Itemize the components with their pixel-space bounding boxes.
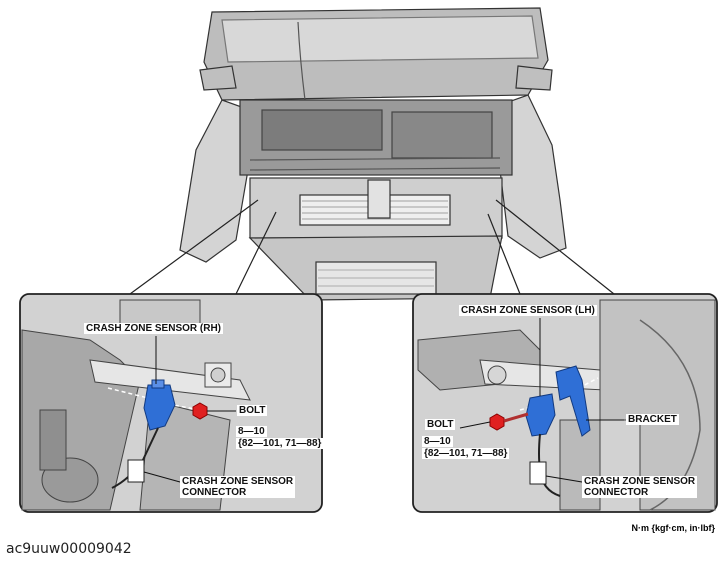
callout-leaders	[129, 199, 615, 295]
mirror-right	[515, 65, 553, 91]
label-connector-lh: CRASH ZONE SENSOR CONNECTOR	[582, 476, 698, 498]
mirror-left	[199, 65, 237, 91]
crash-zone-sensor-connector-lh	[529, 461, 547, 485]
label-torque-rh-line1: 8—10	[236, 426, 267, 437]
label-crash-zone-sensor-lh: CRASH ZONE SENSOR (LH)	[459, 305, 597, 316]
label-crash-zone-sensor-rh: CRASH ZONE SENSOR (RH)	[84, 323, 224, 334]
crash-zone-sensor-connector-rh	[127, 459, 145, 483]
bolt-lh	[489, 413, 505, 431]
label-connector-rh: CRASH ZONE SENSOR CONNECTOR	[180, 476, 296, 498]
figure-id: ac9uuw00009042	[6, 541, 132, 557]
vehicle-front-illustration	[179, 7, 567, 301]
label-torque-lh-line1: 8—10	[422, 436, 453, 447]
label-torque-rh-line2: {82—101, 71—88}	[236, 438, 324, 449]
bracket	[555, 365, 591, 437]
label-bolt-rh: BOLT	[237, 405, 268, 416]
label-bolt-lh: BOLT	[425, 419, 456, 430]
torque-units-note: N·m {kgf·cm, in·lbf}	[631, 523, 715, 533]
crash-zone-sensor-rh	[143, 379, 176, 431]
label-bracket: BRACKET	[626, 414, 679, 425]
label-torque-lh-line2: {82—101, 71—88}	[422, 448, 510, 459]
bolt-rh	[192, 402, 208, 420]
